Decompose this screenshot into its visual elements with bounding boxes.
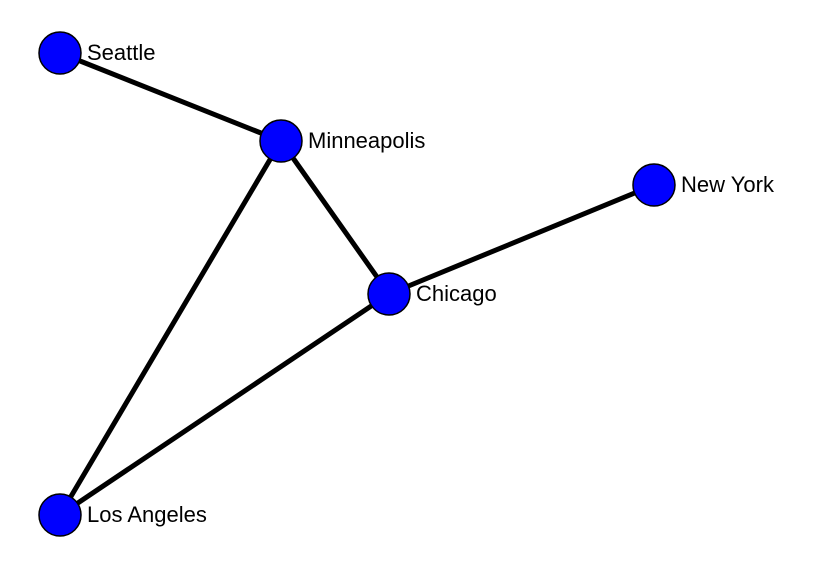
edge-chicago-los-angeles [57,291,392,518]
node-label-chicago: Chicago [416,281,497,306]
node-minneapolis: Minneapolis [259,119,425,163]
node-label-minneapolis: Minneapolis [308,128,425,153]
node-circle-seattle [38,31,82,75]
edge-minneapolis-chicago [278,138,392,297]
node-label-los-angeles: Los Angeles [87,502,207,527]
node-seattle: Seattle [38,31,156,75]
edge-chicago-new-york [386,182,657,297]
node-chicago: Chicago [367,272,497,316]
node-label-seattle: Seattle [87,40,156,65]
node-circle-minneapolis [259,119,303,163]
node-los-angeles: Los Angeles [38,493,207,537]
node-circle-new-york [632,163,676,207]
node-circle-chicago [367,272,411,316]
edge-minneapolis-los-angeles [57,138,284,518]
edges-layer [57,50,657,518]
node-label-new-york: New York [681,172,775,197]
edge-seattle-minneapolis [57,50,284,144]
node-new-york: New York [632,163,775,207]
node-circle-los-angeles [38,493,82,537]
